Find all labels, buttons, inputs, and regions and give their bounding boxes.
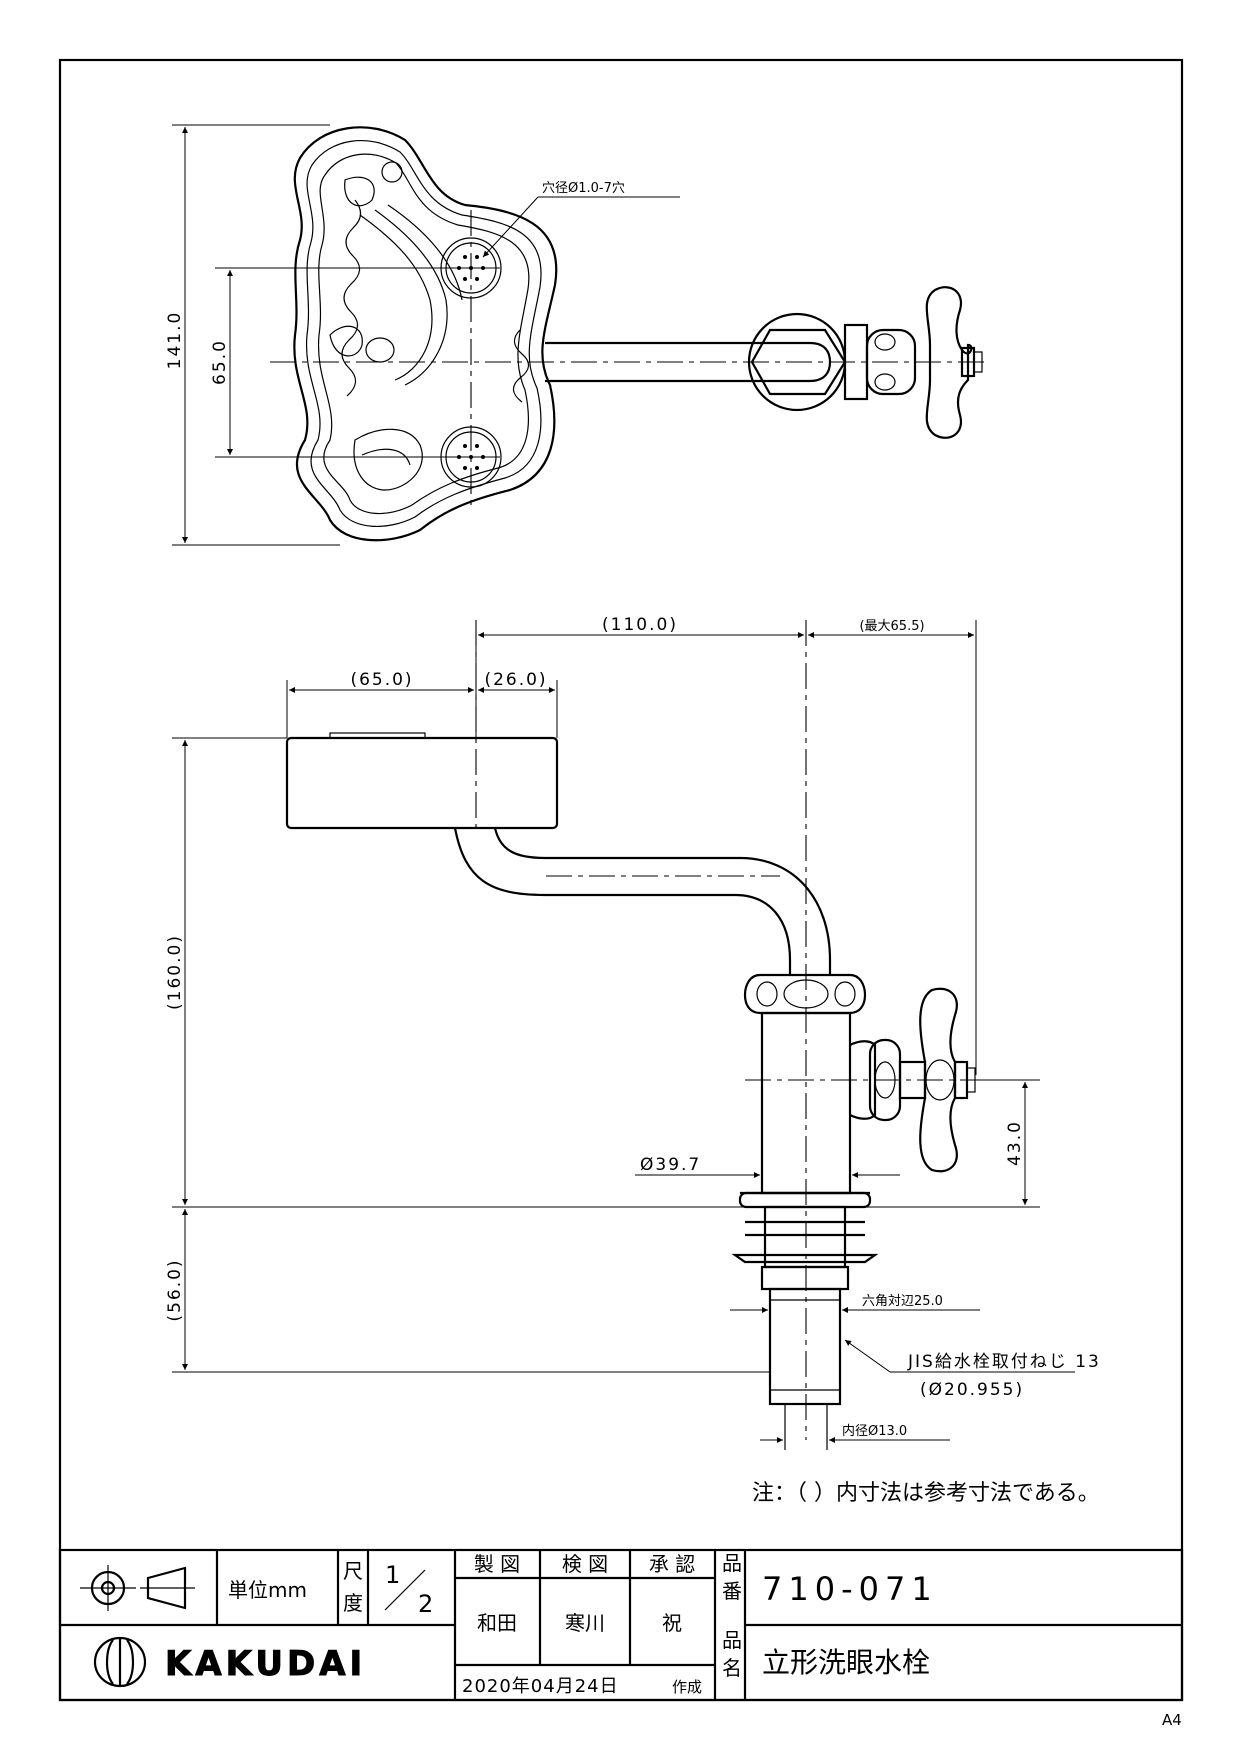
part-no-label-1: 品: [722, 1551, 742, 1575]
dim-bottom: (56.0): [165, 1258, 185, 1321]
cross-handle-side-icon: [919, 987, 958, 1173]
part-no-label-2: 番: [722, 1579, 742, 1603]
part-name: 立形洗眼水栓: [762, 1646, 930, 1679]
fish-tail-line: [361, 448, 411, 466]
dim-height: (160.0): [165, 934, 185, 1010]
bowl-side: [285, 736, 559, 830]
part-name-label-2: 名: [722, 1656, 742, 1680]
dim-reach: (110.0): [602, 615, 678, 635]
part-name-label-1: 品: [722, 1628, 742, 1652]
fish-head-decor: [329, 325, 363, 357]
fish-fin-decor: [359, 214, 433, 381]
thread-shank: [768, 1287, 842, 1406]
bowl-inner-rim: [305, 140, 542, 527]
drawn-by: 和田: [477, 1611, 517, 1635]
dim-top-height: 141.0: [165, 311, 185, 370]
title-block: 単位mm 尺 度 1 2 製 図 検 図 承 認 和田 寒川 祝 2020年04…: [58, 1548, 1184, 1702]
approved-label: 承 認: [649, 1552, 695, 1576]
scale-label-1: 尺: [343, 1559, 363, 1583]
hex-nut-side-icon: [760, 1265, 850, 1291]
dim-inner-dia: 内径Ø13.0: [842, 1423, 907, 1439]
scale-label-2: 度: [343, 1591, 363, 1615]
dim-hex: 六角対辺25.0: [862, 1294, 943, 1309]
dim-bowl-left: (65.0): [350, 670, 413, 690]
top-view: 141.0 65.0 穴径Ø1.0-7穴: [165, 124, 990, 546]
hole-note: 穴径Ø1.0-7穴: [542, 181, 625, 196]
wave-decor-right: [512, 329, 530, 403]
bowl-inner-rim-2: [317, 153, 530, 515]
unit-label: 単位mm: [228, 1578, 307, 1602]
dim-bowl-right: (26.0): [484, 670, 547, 690]
sheet-size: A4: [1162, 1711, 1182, 1729]
mount-shank: [763, 1205, 847, 1269]
flange-side: [738, 1191, 872, 1209]
fish-fin-decor-3: [387, 204, 463, 301]
drawing-date: 2020年04月24日: [462, 1676, 619, 1697]
spout-side: [453, 827, 792, 975]
fish-eye-decor: [344, 176, 375, 207]
mount-hole-icon: [381, 161, 403, 183]
date-suffix: 作成: [672, 1678, 702, 1696]
valve-body-top: [865, 328, 917, 396]
reference-note: 注：（ ）内寸法は参考寸法である。: [752, 1481, 1100, 1506]
fish-eye-2: [365, 337, 395, 363]
hex-nut-top-icon: [750, 328, 847, 396]
dim-handle-max: (最大65.5): [859, 619, 924, 634]
kakudai-logo-icon: [93, 1636, 147, 1688]
fish-fin-decor-2: [374, 209, 448, 386]
dim-body-dia: Ø39.7: [640, 1155, 701, 1175]
union-nut-side-icon: [743, 973, 867, 1015]
fish-tail-decor: [353, 428, 423, 491]
thread-note: JIS給水栓取付ねじ 13: [907, 1352, 1101, 1372]
sheet-border: [58, 58, 1184, 1702]
drawn-label: 製 図: [474, 1552, 520, 1576]
checked-by: 寒川: [565, 1611, 605, 1635]
bowl-outline-top: [293, 126, 558, 542]
part-number: 710-071: [762, 1570, 938, 1608]
scale-denominator: 2: [418, 1590, 433, 1618]
scale-numerator: 1: [385, 1561, 400, 1589]
thread-dia: (Ø20.955): [920, 1380, 1024, 1400]
dim-handle-height: 43.0: [1005, 1120, 1025, 1166]
dim-hole-pitch: 65.0: [210, 339, 230, 385]
side-view: (110.0) (最大65.5) (65.0) (26.0) (160.0) (…: [165, 615, 1101, 1450]
brand-name: KAKUDAI: [165, 1644, 366, 1684]
checked-label: 検 図: [562, 1552, 608, 1576]
approved-by: 祝: [662, 1611, 682, 1635]
wave-decor-left: [341, 199, 362, 397]
